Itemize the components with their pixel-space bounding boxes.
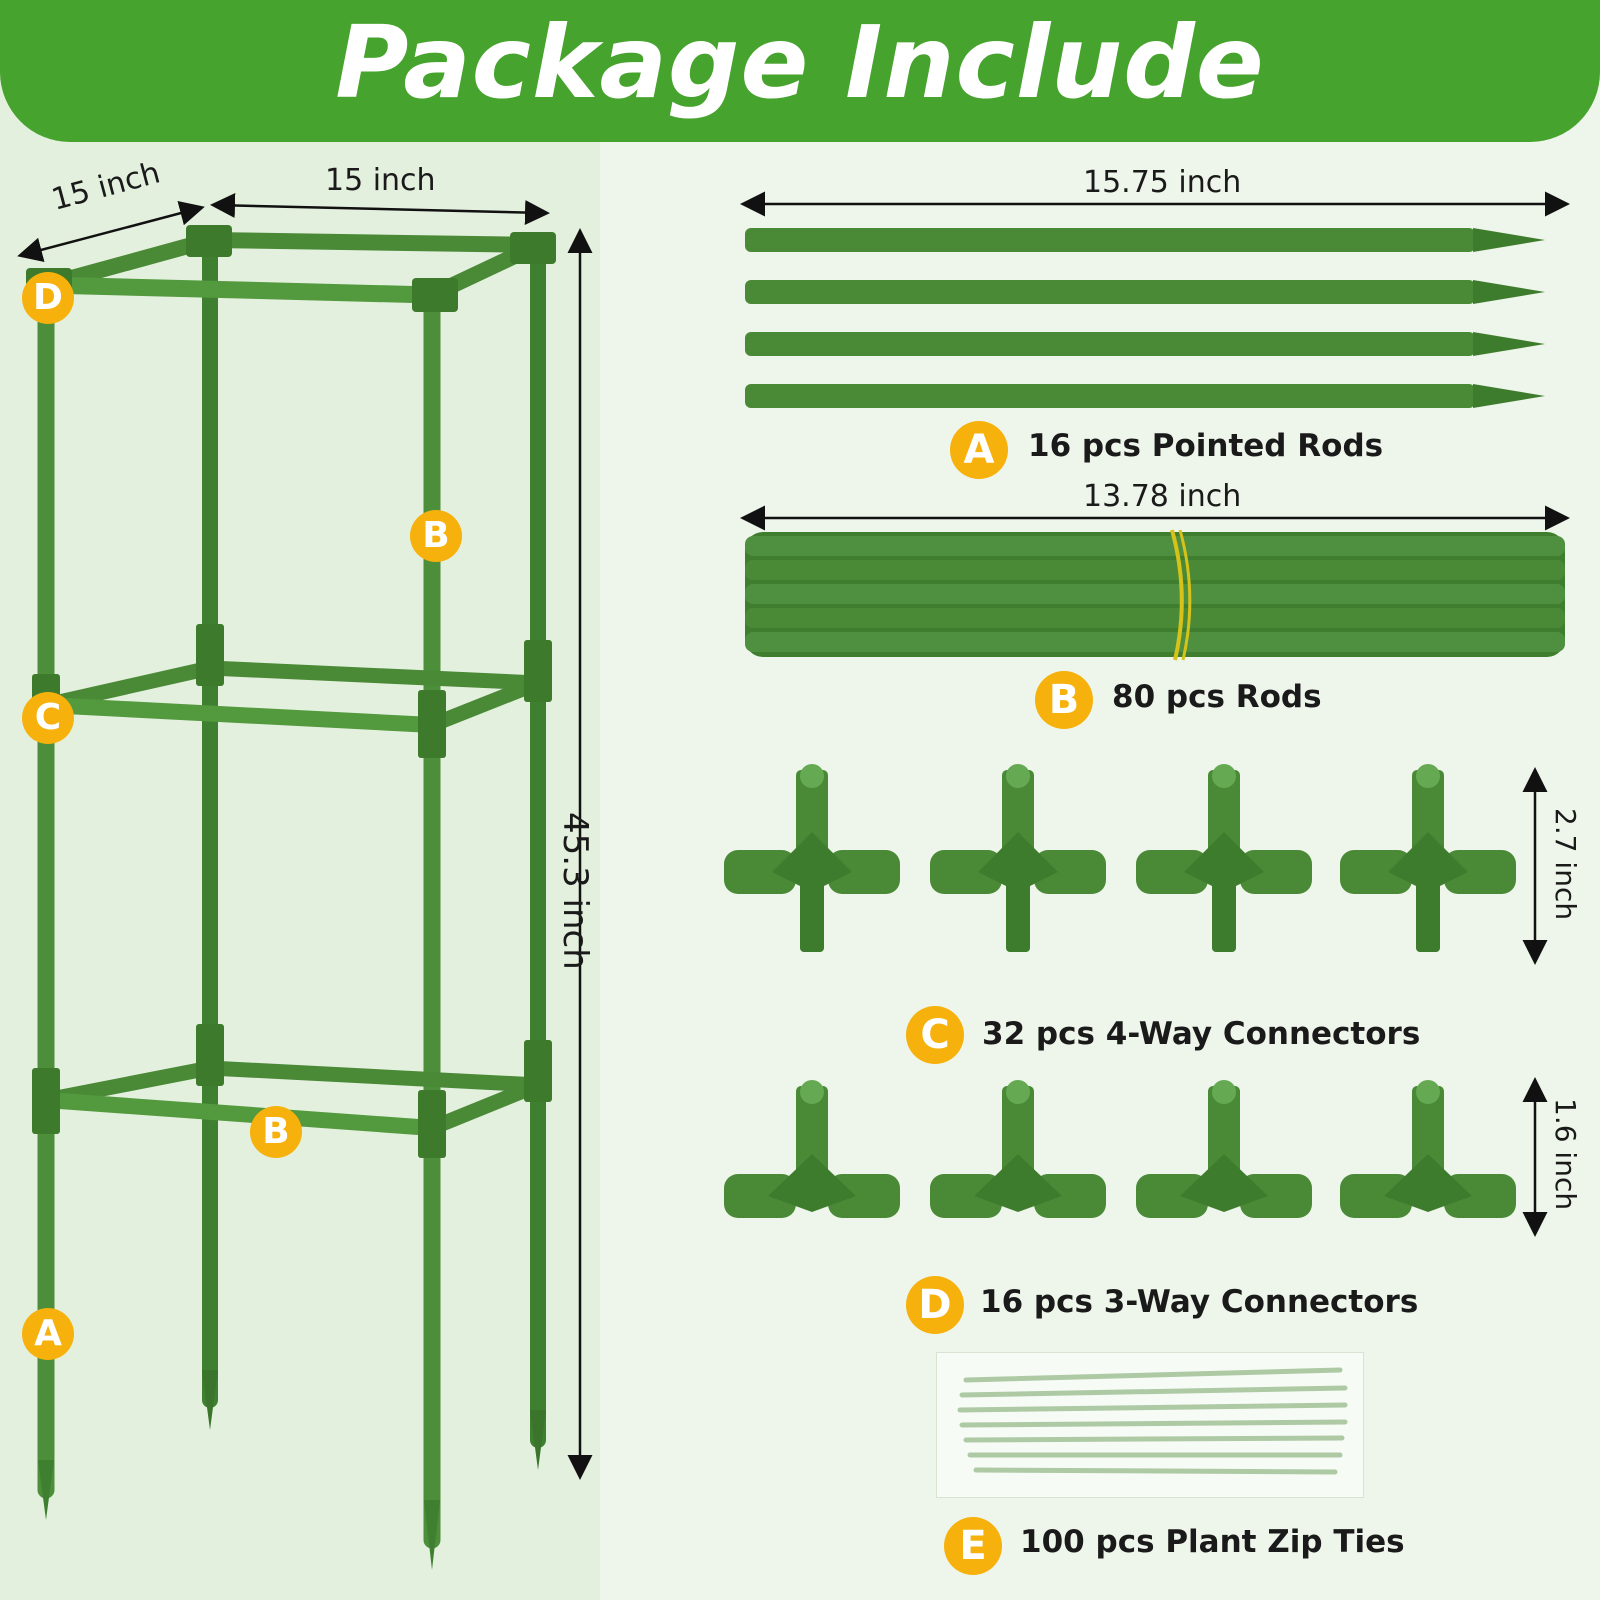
trellis-badge-a: A [22,1308,74,1360]
width-dimension-arrow [210,192,550,226]
item-badge-a: A [950,421,1008,479]
item-badge-b: B [1035,671,1093,729]
trellis-frame [37,232,546,1570]
rods-label: 80 pcs Rods [1112,679,1322,715]
width-label: 15 inch [325,163,436,198]
trellis-badge-b-lower: B [250,1106,302,1158]
four-way-connectors [724,764,1516,952]
zip-tie-bag [936,1352,1364,1498]
item-badge-c: C [906,1006,964,1064]
three-way-connectors [724,1080,1516,1218]
four-way-dimension: 2.7 inch [1549,808,1582,921]
trellis-badge-c: C [22,692,74,744]
item-badge-e: E [944,1517,1002,1575]
trellis-badge-d: D [22,272,74,324]
zip-ties-label: 100 pcs Plant Zip Ties [1020,1524,1405,1560]
three-way-connectors-label: 16 pcs 3-Way Connectors [980,1284,1419,1320]
pointed-rod-dimension: 15.75 inch [1083,165,1242,200]
item-badge-d: D [906,1276,964,1334]
rod-dimension: 13.78 inch [1083,479,1242,514]
height-label: 45.3 inch [555,812,595,970]
pointed-rods [745,228,1545,408]
page-title: Package Include [335,4,1265,121]
depth-dimension-arrow [17,201,205,262]
three-way-dimension: 1.6 inch [1549,1098,1582,1211]
pointed-rods-label: 16 pcs Pointed Rods [1028,428,1384,464]
trellis-badge-b-upper: B [410,510,462,562]
title-banner: Package Include [0,0,1600,142]
rod-bundle [745,529,1565,661]
four-way-connectors-label: 32 pcs 4-Way Connectors [982,1016,1421,1052]
